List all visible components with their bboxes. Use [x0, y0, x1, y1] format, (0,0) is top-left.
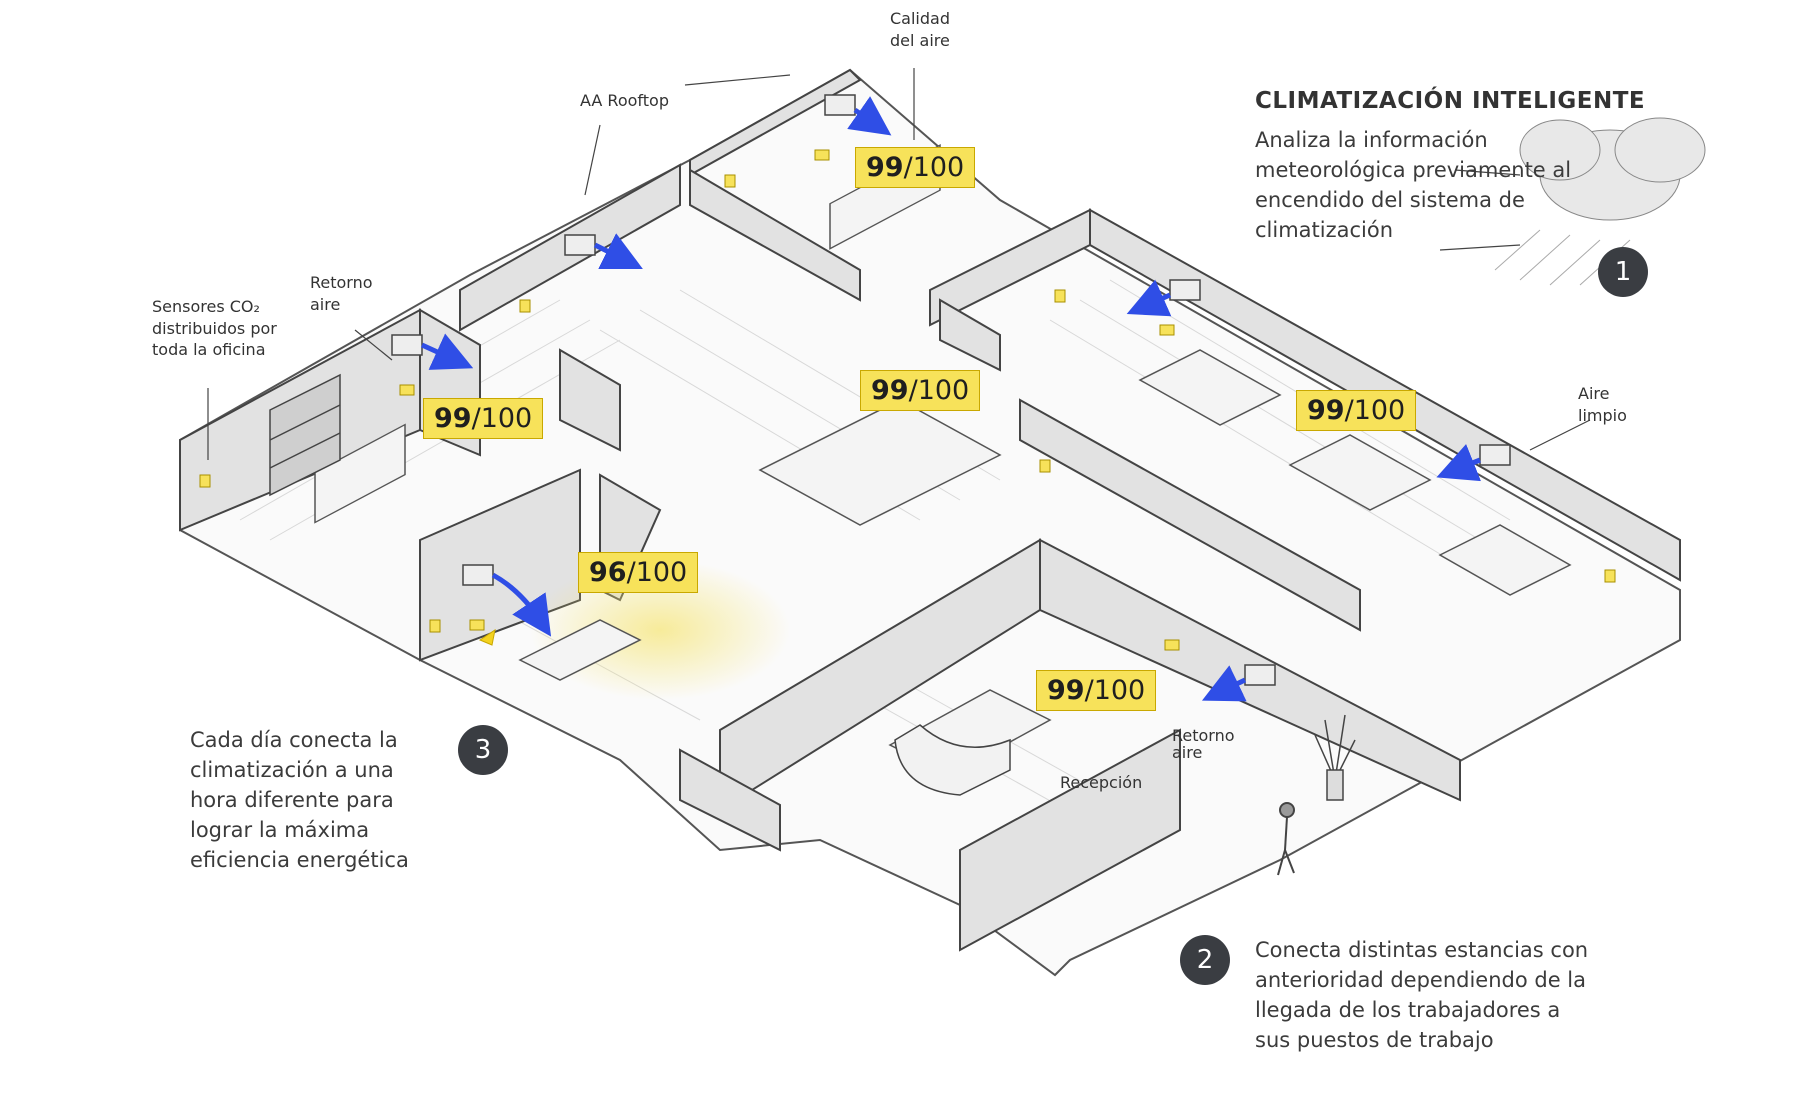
score-value: 99: [434, 403, 472, 434]
label-retorno-aire-1: Retorno aire: [310, 273, 373, 314]
step-3-badge: 3: [458, 725, 508, 775]
score-badge-office: 99/100: [423, 398, 544, 439]
air-units: [391, 94, 1511, 686]
score-max: 100: [917, 375, 970, 406]
reception-desk: [894, 724, 1011, 796]
label-retorno-aire-2: Retorno aire: [1172, 726, 1235, 762]
label-recepcion: Recepción: [1060, 773, 1143, 792]
step-2-badge: 2: [1180, 935, 1230, 985]
score-badge-meeting-room: 99/100: [855, 147, 976, 188]
page-title: CLIMATIZACIÓN INTELIGENTE: [1255, 88, 1646, 114]
label-sensores: Sensores CO₂ distribuidos por toda la of…: [152, 297, 277, 360]
leader-lines: [207, 68, 1591, 460]
plant-icon: [1314, 714, 1356, 801]
person-walking: [1277, 802, 1295, 876]
step-2-text: Conecta distintas estancias con anterior…: [1255, 938, 1589, 1052]
temperature-highlight: [530, 560, 790, 700]
score-value: 96: [589, 557, 627, 588]
cloud-icon: [1519, 117, 1706, 221]
score-max: 100: [1353, 395, 1406, 426]
score-value: 99: [871, 375, 909, 406]
score-value: 99: [1307, 395, 1345, 426]
score-badge-reception: 99/100: [1036, 670, 1157, 711]
score-badge-director-office: 96/100: [578, 552, 699, 593]
label-calidad-aire: Calidad del aire: [890, 9, 950, 50]
score-badge-canteen: 99/100: [1296, 390, 1417, 431]
co2-sensors: [199, 149, 1616, 651]
score-badge-open-space: 99/100: [860, 370, 981, 411]
airflow-arrows: [420, 96, 1481, 702]
step-1-text: Analiza la información meteorológica pre…: [1255, 128, 1572, 242]
score-value: 99: [866, 152, 904, 183]
score-value: 99: [1047, 675, 1085, 706]
step-1-badge: 1: [1598, 247, 1648, 297]
score-max: 100: [480, 403, 533, 434]
step-3-text: Cada día conecta la climatización a una …: [190, 728, 409, 872]
score-max: 100: [912, 152, 965, 183]
score-max: 100: [1093, 675, 1146, 706]
label-aa-rooftop: AA Rooftop: [580, 91, 669, 110]
heat-arrow: [478, 628, 496, 646]
bookshelf: [269, 373, 341, 497]
label-aire-limpio: Aire limpio: [1578, 384, 1627, 425]
score-max: 100: [635, 557, 688, 588]
